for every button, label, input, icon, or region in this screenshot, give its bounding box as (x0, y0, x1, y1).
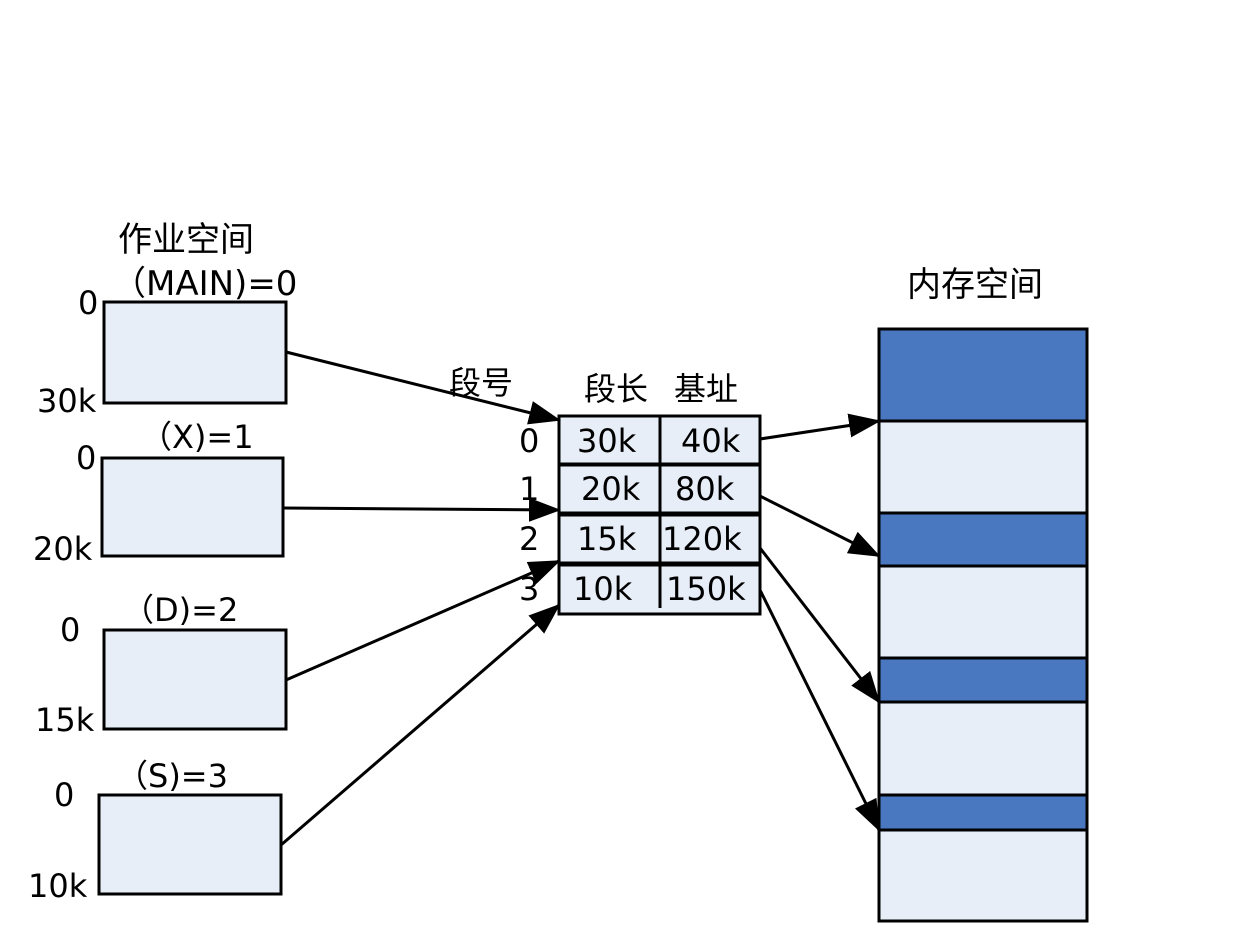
arrow-row3-to-memory (758, 589, 881, 832)
memory-block-allocated (877, 656, 1089, 704)
arrow-row0-to-memory (759, 413, 881, 441)
segment-box (102, 300, 288, 405)
segment-start: 0 (54, 776, 74, 814)
row-length: 20k (581, 470, 641, 508)
row-base: 150k (666, 570, 746, 608)
arrow-s-to-row3 (280, 603, 561, 847)
row-base: 80k (675, 470, 735, 508)
arrow-d-to-row2 (285, 559, 561, 682)
row-base: 120k (662, 520, 742, 558)
memory-space (877, 327, 1089, 923)
row-length: 10k (573, 570, 633, 608)
memory-block-free (877, 564, 1089, 660)
row-length: 30k (577, 422, 637, 460)
segment-table: 0 30k 40k 1 20k 80k 2 15k 120k 3 10k 150… (519, 414, 762, 616)
arrow-x-to-row1 (282, 497, 561, 522)
segment-base-header: 基址 (674, 370, 738, 408)
arrow-row1-to-memory (759, 494, 881, 558)
segment-length-header: 段长 (584, 370, 648, 408)
segment-label: （S)=3 (116, 757, 228, 795)
segment-end: 15k (35, 701, 95, 739)
job-segment-x: （X)=1 0 20k (33, 418, 285, 568)
job-segment-d: （D)=2 0 15k (35, 591, 288, 739)
row-number: 2 (519, 520, 539, 558)
arrow-row2-to-memory (758, 547, 881, 704)
segment-label: （D)=2 (122, 591, 238, 629)
memory-block-allocated (877, 793, 1089, 832)
segment-end: 30k (37, 382, 97, 420)
segment-start: 0 (60, 611, 80, 649)
memory-block-free (877, 700, 1089, 797)
segment-start: 0 (78, 284, 98, 322)
row-number: 0 (519, 422, 539, 460)
memory-block-free (877, 419, 1089, 515)
segment-box (100, 456, 285, 558)
segment-start: 0 (76, 439, 96, 477)
row-number: 1 (519, 470, 539, 508)
segment-label: （X)=1 (140, 418, 254, 456)
segment-box (97, 793, 283, 896)
arrows-to-table (280, 350, 561, 847)
job-space-title: 作业空间 (118, 220, 254, 260)
job-segment-s: （S)=3 0 10k (28, 757, 283, 905)
memory-space-title: 内存空间 (907, 265, 1043, 305)
arrows-to-memory (758, 413, 881, 832)
segment-end: 10k (28, 867, 88, 905)
memory-block-allocated (877, 327, 1089, 423)
arrow-main-to-row0 (285, 350, 561, 425)
segment-end: 20k (33, 530, 93, 568)
row-length: 15k (577, 520, 637, 558)
segment-box (102, 628, 288, 731)
segment-label: （MAIN)=0 (112, 264, 297, 304)
job-segment-main: （MAIN)=0 0 30k (37, 264, 297, 420)
memory-block-allocated (877, 511, 1089, 568)
row-base: 40k (681, 422, 741, 460)
memory-block-free (877, 828, 1089, 923)
